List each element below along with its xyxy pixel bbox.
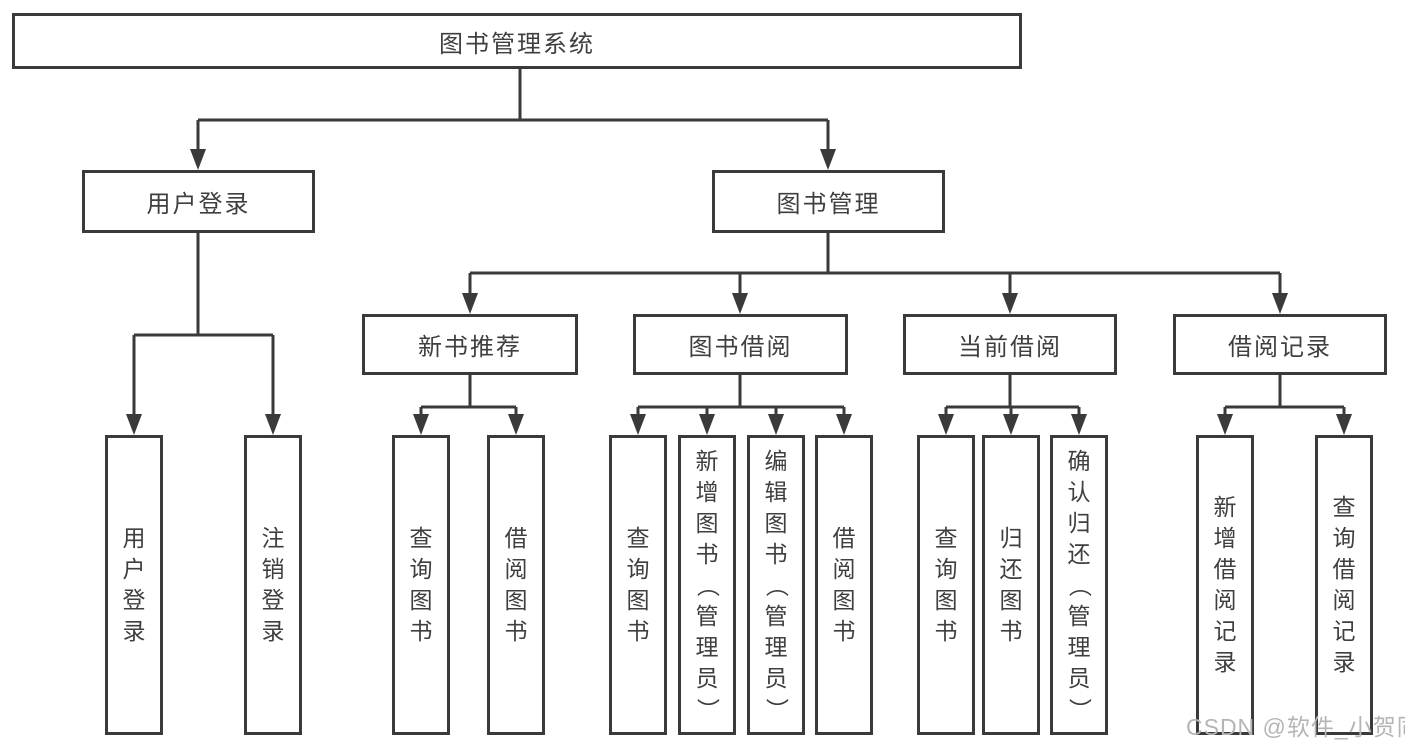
leaf-confirm-return-admin: 确认归还（管理员） xyxy=(1050,435,1108,735)
leaf-query-books-current: 查询图书 xyxy=(917,435,975,735)
leaf-borrow-books: 借阅图书 xyxy=(815,435,873,735)
arrowheads xyxy=(126,149,1352,435)
leaf-return-books: 归还图书 xyxy=(982,435,1040,735)
node-library-management-system: 图书管理系统 xyxy=(12,13,1022,69)
leaf-query-books-borrow: 查询图书 xyxy=(609,435,667,735)
leaf-logout: 注销登录 xyxy=(244,435,302,735)
leaf-query-borrow-record: 查询借阅记录 xyxy=(1315,435,1373,735)
leaf-query-books-recommend: 查询图书 xyxy=(392,435,450,735)
node-current-borrow: 当前借阅 xyxy=(903,314,1117,375)
leaf-add-borrow-record: 新增借阅记录 xyxy=(1196,435,1254,735)
node-book-borrow: 图书借阅 xyxy=(633,314,848,375)
leaf-user-login: 用户登录 xyxy=(105,435,163,735)
leaf-edit-books-admin: 编辑图书（管理员） xyxy=(747,435,805,735)
node-book-management: 图书管理 xyxy=(712,170,945,233)
node-new-book-recommend: 新书推荐 xyxy=(362,314,578,375)
leaf-add-books-admin: 新增图书（管理员） xyxy=(678,435,736,735)
node-borrow-records: 借阅记录 xyxy=(1173,314,1387,375)
leaf-borrow-books-recommend: 借阅图书 xyxy=(487,435,545,735)
node-user-login: 用户登录 xyxy=(82,170,315,233)
csdn-watermark: CSDN @软件_小贺同学 xyxy=(1186,714,1405,740)
